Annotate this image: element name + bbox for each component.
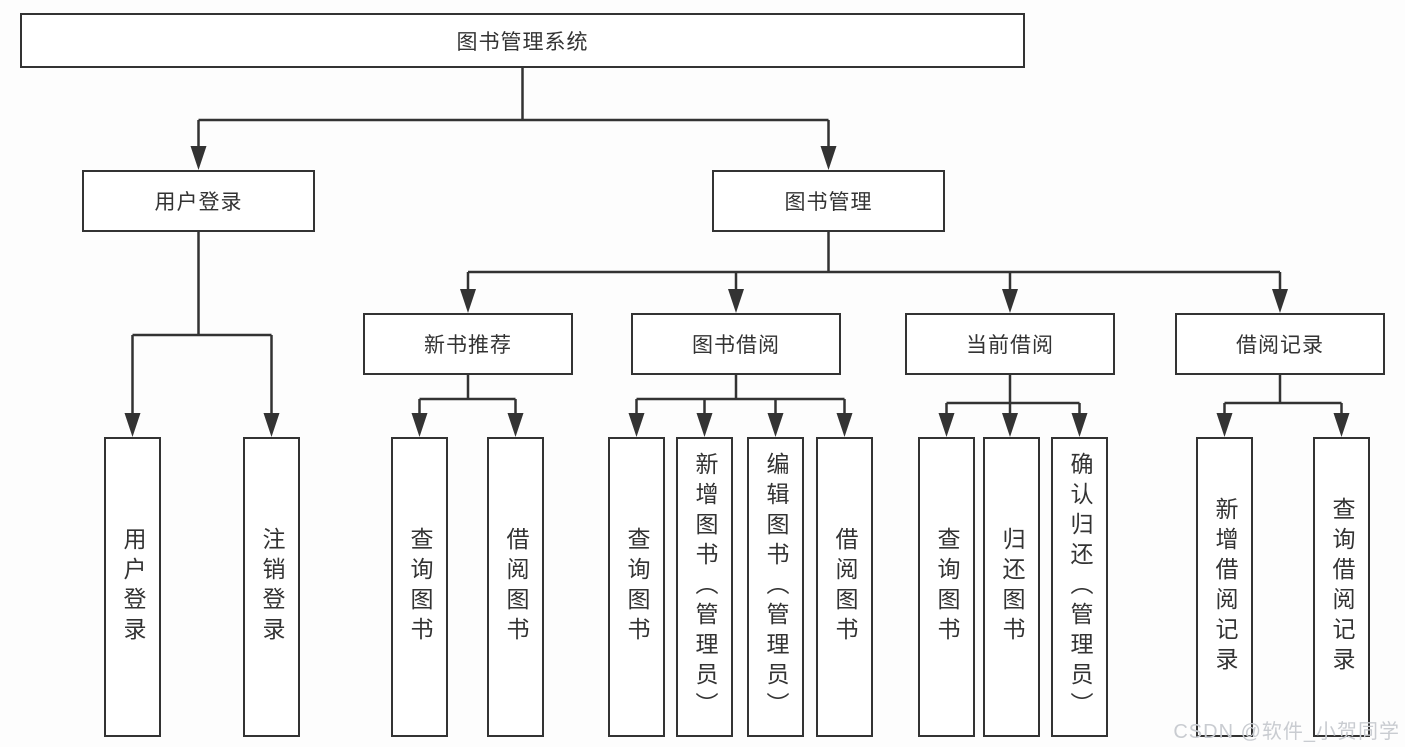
arrowhead xyxy=(507,413,524,437)
arrowhead xyxy=(263,413,280,437)
node-user-login-label: 用户登录 xyxy=(154,191,243,214)
arrowhead xyxy=(820,146,837,170)
node-book-management-label: 图书管理 xyxy=(784,191,873,214)
node-leaf-logout: 注销登录 xyxy=(243,437,300,737)
arrowhead xyxy=(728,289,744,313)
node-leaf-query-borrow-record: 查询借阅记录 xyxy=(1313,437,1370,737)
node-new-book-recommend: 新书推荐 xyxy=(363,313,573,375)
node-leaf-user-login: 用户登录 xyxy=(104,437,161,737)
arrowhead xyxy=(1002,413,1018,437)
node-leaf-add-book-admin: 新增图书（管理员） xyxy=(676,437,733,737)
node-leaf-query-books-borrow: 查询图书 xyxy=(608,437,665,737)
arrowhead xyxy=(1272,289,1288,313)
node-leaf-return-book: 归还图书 xyxy=(983,437,1040,737)
node-user-login: 用户登录 xyxy=(82,170,315,232)
arrowhead xyxy=(696,413,713,437)
arrowhead xyxy=(1216,413,1233,437)
node-leaf-borrow-books-recommend: 借阅图书 xyxy=(487,437,544,737)
arrowhead xyxy=(190,146,207,170)
node-leaf-borrow-books-borrow: 借阅图书 xyxy=(816,437,873,737)
arrowhead xyxy=(411,413,428,437)
arrowhead xyxy=(628,413,645,437)
arrowhead xyxy=(836,413,853,437)
arrowhead xyxy=(938,413,955,437)
node-leaf-query-books-current: 查询图书 xyxy=(918,437,975,737)
node-current-borrow-label: 当前借阅 xyxy=(966,334,1054,357)
node-borrow-records: 借阅记录 xyxy=(1175,313,1385,375)
node-book-borrow-label: 图书借阅 xyxy=(692,334,780,357)
node-leaf-query-books-recommend: 查询图书 xyxy=(391,437,448,737)
node-leaf-confirm-return-admin: 确认归还（管理员） xyxy=(1051,437,1108,737)
arrowhead xyxy=(124,413,141,437)
arrowhead xyxy=(1002,289,1018,313)
arrowhead xyxy=(1071,413,1088,437)
node-leaf-add-borrow-record: 新增借阅记录 xyxy=(1196,437,1253,737)
node-new-book-recommend-label: 新书推荐 xyxy=(424,334,512,357)
node-current-borrow: 当前借阅 xyxy=(905,313,1115,375)
node-book-management: 图书管理 xyxy=(712,170,945,232)
node-root-label: 图书管理系统 xyxy=(456,30,589,54)
arrowhead xyxy=(460,289,476,313)
arrowhead xyxy=(767,413,784,437)
watermark: CSDN @软件_小贺同学 xyxy=(1173,721,1400,743)
node-leaf-edit-book-admin: 编辑图书（管理员） xyxy=(747,437,804,737)
node-root: 图书管理系统 xyxy=(20,13,1025,68)
node-borrow-records-label: 借阅记录 xyxy=(1236,334,1324,357)
node-book-borrow: 图书借阅 xyxy=(631,313,841,375)
arrowhead xyxy=(1333,413,1350,437)
